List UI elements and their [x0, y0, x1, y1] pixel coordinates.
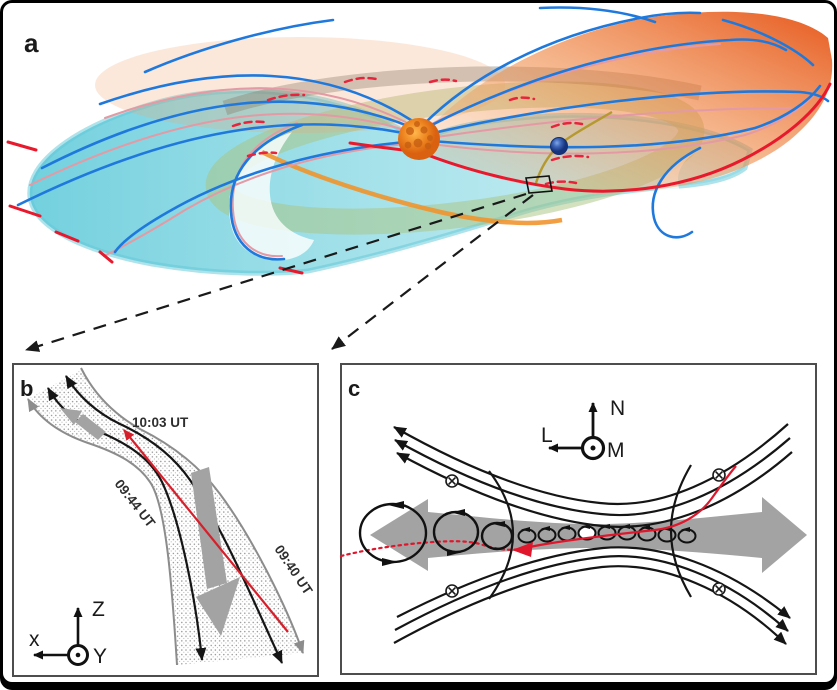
red-dotted-trajectory [339, 540, 521, 558]
red-solid-trajectory [518, 465, 737, 551]
spacecraft-path-arrow [123, 429, 289, 633]
pink-field-lines [29, 43, 816, 258]
planet-marker [550, 137, 568, 155]
sun [398, 118, 440, 160]
inner-orange-arc [260, 149, 563, 226]
out-of-page-dot [590, 445, 596, 451]
zoom-box [525, 175, 553, 194]
panel-c-label: c [348, 376, 360, 401]
inner-separatrix-right [669, 464, 692, 598]
panel-a-illustration: a [6, 6, 833, 352]
exhaust-flow-arrow-down [191, 467, 240, 636]
orange-haze [95, 37, 505, 133]
inner-separatrix-left [488, 470, 515, 600]
surface-fold-left [228, 132, 314, 261]
island-circulation-arrows [382, 501, 505, 566]
red-trajectory-arrowhead [512, 542, 533, 557]
panel-b-label: b [20, 376, 33, 401]
axis-label-x: x [29, 628, 40, 651]
panel-b-inset: 10:03 UT 09:44 UT 09:40 UT Z x Y b [12, 363, 319, 677]
axis-label-n: N [610, 397, 625, 420]
axis-label-z: Z [92, 598, 105, 621]
axis-label-y: Y [93, 645, 107, 668]
out-of-page-dot [75, 652, 81, 658]
separatrix-field-lines [393, 423, 793, 645]
reconnection-site-dashes [231, 76, 590, 186]
exhaust-jet-arrow-left [370, 499, 428, 571]
axis-label-m: M [607, 439, 625, 462]
axes-xyz: Z x Y [29, 598, 107, 668]
time-label-1003: 10:03 UT [132, 415, 189, 430]
axes-lmn: N L M [541, 397, 625, 462]
exhaust-flow-arrow-up [60, 408, 106, 440]
axis-label-l: L [541, 424, 553, 447]
panel-a-label: a [24, 28, 39, 58]
exhaust-jet-arrow-right [762, 497, 807, 573]
panel-c-inset: N L M c [339, 363, 817, 675]
into-page-icons [445, 468, 726, 598]
blue-field-lines [16, 6, 830, 261]
surface-fold-right [650, 150, 705, 240]
